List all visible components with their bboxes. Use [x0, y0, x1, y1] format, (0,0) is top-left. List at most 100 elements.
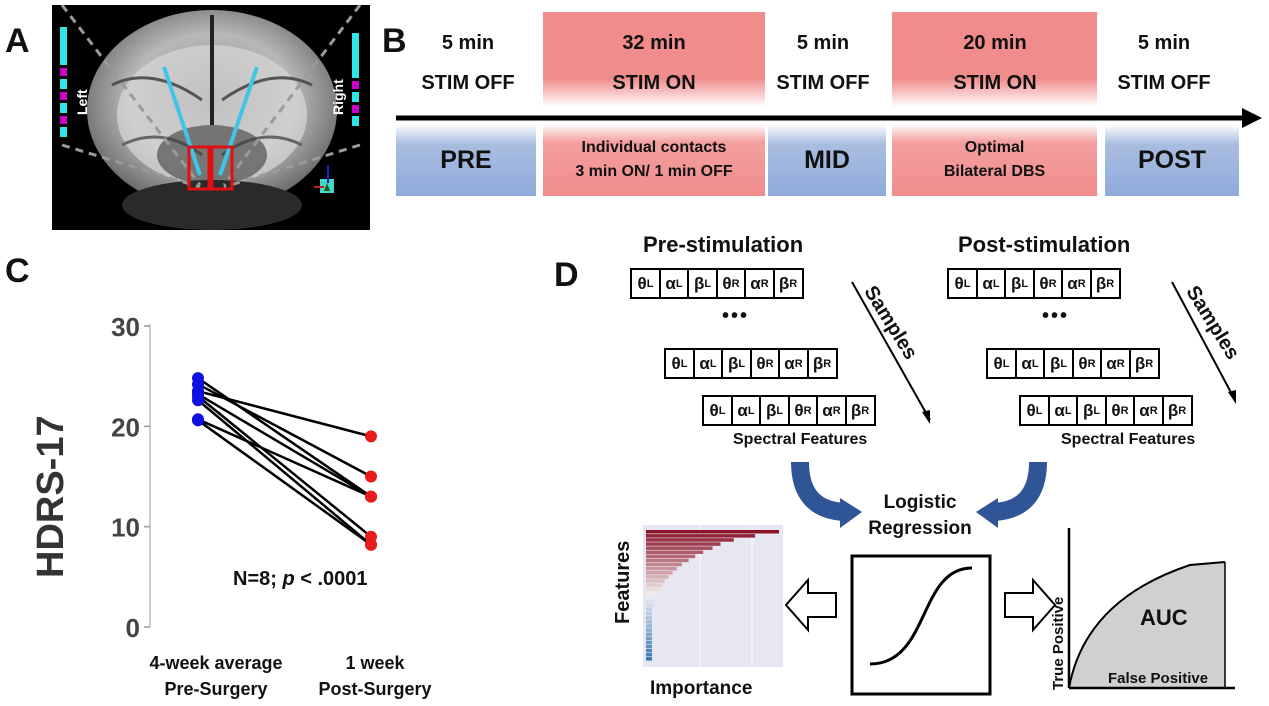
importance-bar-23 [646, 620, 652, 624]
importance-bar-26 [646, 632, 652, 636]
importance-bar-8 [646, 558, 689, 563]
y-tick-label-30: 30 [111, 312, 140, 342]
post-point-7 [365, 490, 377, 503]
logistic-line1: Logistic [883, 492, 957, 513]
phase-3-state: STIM OFF [776, 72, 870, 94]
importance-bar-13 [646, 579, 665, 583]
brain-coronal-slice [60, 5, 362, 230]
importance-bar-10 [646, 566, 677, 571]
pre-ellipsis: ••• [722, 305, 750, 327]
phase-3-duration: 5 min [796, 32, 850, 54]
post-point-2 [365, 470, 377, 483]
xlabel-pre: 4-week average Pre-Surgery [126, 650, 306, 702]
importance-bar-24 [646, 624, 652, 628]
importance-bar-5 [646, 546, 713, 550]
annotation-suffix: < .0001 [294, 568, 368, 590]
importance-bar-31 [646, 653, 652, 657]
phase-1-duration: 5 min [441, 32, 495, 54]
importance-bar-4 [646, 542, 721, 546]
optimal-dbs-line1: Optimal [964, 139, 1025, 156]
pre-phase-box: PRE [396, 124, 536, 196]
left-lead-contacts [60, 27, 67, 137]
optimal-dbs-line2: Bilateral DBS [943, 163, 1046, 180]
xlabel-post-line1: 1 week [345, 653, 405, 673]
importance-bar-27 [646, 636, 652, 641]
pre-phase-label: PRE [440, 145, 492, 174]
y-tick-label-10: 10 [111, 513, 140, 543]
phase-4-state: STIM ON [953, 72, 1037, 94]
importance-bar-14 [646, 583, 662, 587]
pre-stim-title: Pre-stimulation [643, 232, 804, 257]
xlabel-pre-line2: Pre-Surgery [164, 679, 268, 699]
panel-label-b: B [382, 22, 407, 60]
xlabel-pre-line1: 4-week average [149, 653, 283, 673]
mid-phase-box: MID [768, 124, 886, 196]
mid-phase-label: MID [804, 145, 850, 174]
importance-bar-32 [646, 657, 652, 661]
features-axis-label: Features [612, 540, 634, 624]
pre-spectral-label: Spectral Features [733, 431, 868, 448]
importance-bar-21 [646, 612, 652, 616]
importance-plot-bg [643, 525, 783, 667]
importance-bar-22 [646, 616, 652, 620]
importance-bar-11 [646, 571, 673, 575]
pre-point-6 [192, 394, 204, 407]
pre-curved-arrow [791, 461, 846, 521]
importance-bar-15 [646, 587, 660, 591]
individual-contacts-box: Individual contacts 3 min ON/ 1 min OFF [543, 124, 765, 196]
post-curved-arrowhead [976, 498, 998, 528]
importance-bar-30 [646, 648, 652, 653]
post-curved-arrow [992, 461, 1047, 521]
optimal-dbs-box: Optimal Bilateral DBS [892, 124, 1097, 196]
y-tick-label-20: 20 [111, 412, 140, 442]
subject-line-4 [197, 393, 372, 498]
xlabel-post: 1 week Post-Surgery [300, 650, 450, 702]
right-lead-contacts [352, 33, 359, 126]
post-spectral-label: Spectral Features [1061, 431, 1196, 448]
phase-5-duration: 5 min [1137, 32, 1191, 54]
left-hollow-arrow [784, 577, 837, 633]
xlabel-post-line2: Post-Surgery [318, 679, 432, 699]
phase-1-state: STIM OFF [421, 72, 515, 94]
post-point-8 [365, 538, 377, 551]
post-phase-label: POST [1137, 145, 1207, 174]
subject-line-5 [197, 395, 372, 538]
importance-bar-6 [646, 550, 704, 554]
post-phase-box: POST [1105, 124, 1239, 196]
annotation-prefix: N=8; [233, 568, 283, 590]
importance-bar-17 [646, 595, 656, 600]
roc-curve [1068, 561, 1226, 689]
stim-on-header-bg-1 [543, 12, 765, 107]
stim-on-header-bg-2 [892, 12, 1097, 107]
panel-label-c: C [5, 252, 30, 290]
roc-auc-area [1069, 562, 1225, 688]
subject-line-8 [197, 419, 372, 546]
right-hollow-arrow [1004, 577, 1057, 633]
importance-bar-9 [646, 562, 682, 567]
phase-2-state: STIM ON [612, 72, 696, 94]
phase-4-duration: 20 min [963, 32, 1027, 54]
importance-bar-18 [646, 599, 654, 604]
chart-annotation: N=8; p < .0001 [233, 568, 368, 591]
importance-bar-20 [646, 607, 652, 612]
